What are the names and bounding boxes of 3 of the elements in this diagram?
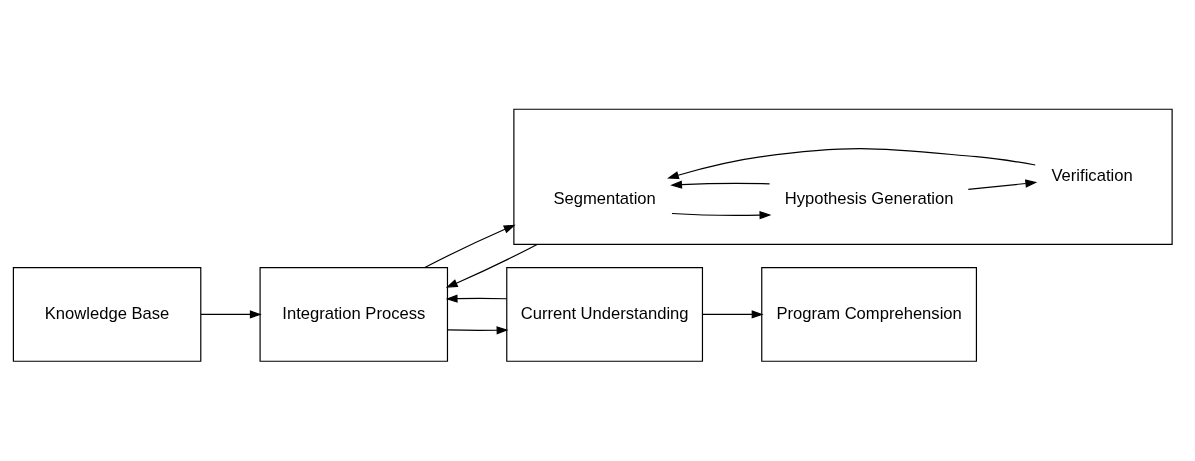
node-text: Hypothesis Generation xyxy=(784,188,954,208)
node-text: Verification xyxy=(1051,166,1133,186)
node-text: Segmentation xyxy=(553,188,656,208)
